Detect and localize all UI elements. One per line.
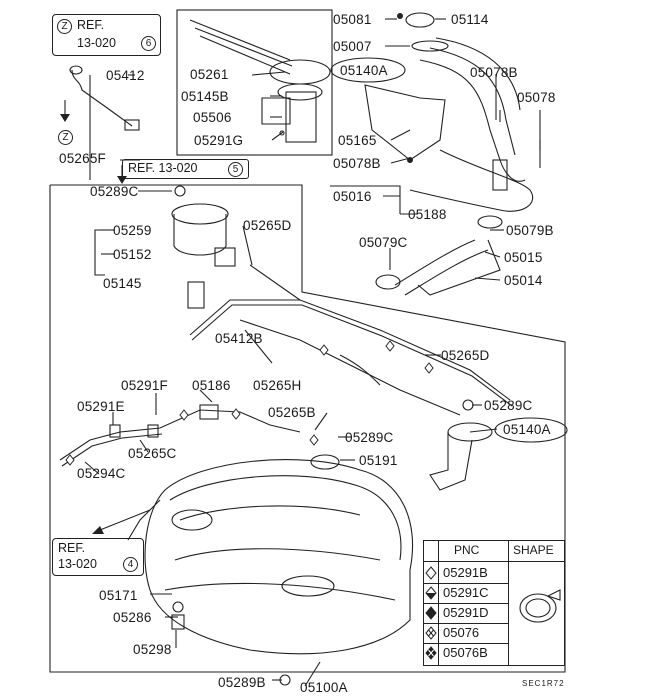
- part-label-05265b[interactable]: 05265B: [268, 405, 316, 420]
- part-label-05007[interactable]: 05007: [333, 39, 372, 54]
- part-label-05289c[interactable]: 05289C: [90, 184, 139, 199]
- row-divider: [424, 561, 508, 562]
- drawing-code: SEC1R72: [522, 679, 565, 688]
- ref-box-6[interactable]: Z REF. 13-020 6: [52, 14, 161, 56]
- part-label-05145[interactable]: 05145: [103, 276, 142, 291]
- highlight-ellipse-right: [494, 417, 568, 443]
- column-divider: [508, 541, 509, 665]
- part-label-05294c[interactable]: 05294C: [77, 466, 126, 481]
- z-marker-icon: Z: [58, 130, 73, 145]
- fuel-tank-outline: [144, 459, 414, 655]
- ref-label: REF.: [77, 18, 105, 32]
- part-label-05289b[interactable]: 05289B: [218, 675, 266, 690]
- part-label-05078b[interactable]: 05078B: [333, 156, 381, 171]
- part-label-05298[interactable]: 05298: [133, 642, 172, 657]
- part-label-05014[interactable]: 05014: [504, 273, 543, 288]
- ref-circle-number: 6: [141, 36, 156, 51]
- shape-legend-table: PNC SHAPE 05291B 05291C 05291D 05076 050…: [423, 540, 565, 666]
- bolt-icon: [397, 13, 403, 19]
- diamond-outline-icon: [425, 566, 437, 580]
- diamond-half-icon: [425, 586, 437, 600]
- down-arrow-icon: [60, 114, 70, 122]
- part-label-05291e[interactable]: 05291E: [77, 399, 125, 414]
- part-label-05289c[interactable]: 05289C: [484, 398, 533, 413]
- ref-label: REF.: [58, 541, 86, 555]
- part-label-05265c[interactable]: 05265C: [128, 446, 177, 461]
- highlight-ellipse-top: [330, 57, 406, 83]
- part-label-05261[interactable]: 05261: [190, 67, 229, 82]
- diamond-cross-icon: [425, 626, 437, 640]
- fuel-pump-inset-frame: [176, 9, 333, 156]
- diamond-dark-cross-icon: [425, 646, 437, 660]
- legend-pnc: 05076B: [443, 645, 488, 660]
- legend-pnc: 05291C: [443, 585, 489, 600]
- part-label-05412[interactable]: 05412: [106, 68, 145, 83]
- ref-number: 13-020: [77, 36, 116, 50]
- part-label-05081[interactable]: 05081: [333, 12, 372, 27]
- arrow-icon: [92, 526, 104, 534]
- part-label-05188[interactable]: 05188: [408, 207, 447, 222]
- legend-header-shape: SHAPE: [513, 543, 554, 557]
- part-label-05140a[interactable]: 05140A: [503, 422, 551, 437]
- ref-label: REF. 13-020: [128, 161, 198, 175]
- part-label-05079c[interactable]: 05079C: [359, 235, 408, 250]
- legend-pnc: 05076: [443, 625, 480, 640]
- ref-number: 13-020: [58, 557, 97, 571]
- legend-pnc: 05291D: [443, 605, 489, 620]
- part-label-05412b[interactable]: 05412B: [215, 331, 263, 346]
- part-label-05291f[interactable]: 05291F: [121, 378, 168, 393]
- legend-header-pnc: PNC: [454, 543, 480, 557]
- part-label-05265d[interactable]: 05265D: [243, 218, 292, 233]
- part-label-05078b[interactable]: 05078B: [470, 65, 518, 80]
- ref-box-5[interactable]: REF. 13-020 5: [122, 159, 249, 179]
- legend-row: 05291C: [424, 583, 508, 604]
- z-marker-icon: Z: [57, 19, 72, 34]
- part-label-05265h[interactable]: 05265H: [253, 378, 302, 393]
- part-label-05100a[interactable]: 05100A: [300, 680, 348, 695]
- legend-row: 05291D: [424, 603, 508, 624]
- ref-circle-number: 4: [123, 557, 138, 572]
- part-label-05165[interactable]: 05165: [338, 133, 377, 148]
- legend-row: 05076: [424, 623, 508, 644]
- part-label-05286[interactable]: 05286: [113, 610, 152, 625]
- part-label-05506[interactable]: 05506: [193, 110, 232, 125]
- ref-circle-number: 5: [228, 162, 243, 177]
- legend-pnc: 05291B: [443, 565, 488, 580]
- tank-assembly-frame: [49, 184, 566, 673]
- part-label-05265f[interactable]: 05265F: [59, 151, 106, 166]
- bolt-icon: [407, 157, 413, 163]
- part-label-05186[interactable]: 05186: [192, 378, 231, 393]
- diamond-solid-icon: [425, 606, 437, 620]
- part-label-05289c[interactable]: 05289C: [345, 430, 394, 445]
- part-label-05265d[interactable]: 05265D: [441, 348, 490, 363]
- part-label-05191[interactable]: 05191: [359, 453, 398, 468]
- part-label-05078[interactable]: 05078: [517, 90, 556, 105]
- row-divider: [508, 561, 564, 562]
- legend-row: 05291B: [424, 563, 508, 584]
- part-label-05152[interactable]: 05152: [113, 247, 152, 262]
- part-label-05079b[interactable]: 05079B: [506, 223, 554, 238]
- part-label-05259[interactable]: 05259: [113, 223, 152, 238]
- part-label-05145b[interactable]: 05145B: [181, 89, 229, 104]
- part-label-05291g[interactable]: 05291G: [194, 133, 244, 148]
- ref-box-4[interactable]: REF. 13-020 4: [52, 538, 144, 576]
- part-label-05171[interactable]: 05171: [99, 588, 138, 603]
- part-label-05140a[interactable]: 05140A: [340, 63, 388, 78]
- legend-row: 05076B: [424, 643, 508, 663]
- part-label-05016[interactable]: 05016: [333, 189, 372, 204]
- part-label-05114[interactable]: 05114: [451, 12, 489, 27]
- part-label-05015[interactable]: 05015: [504, 250, 543, 265]
